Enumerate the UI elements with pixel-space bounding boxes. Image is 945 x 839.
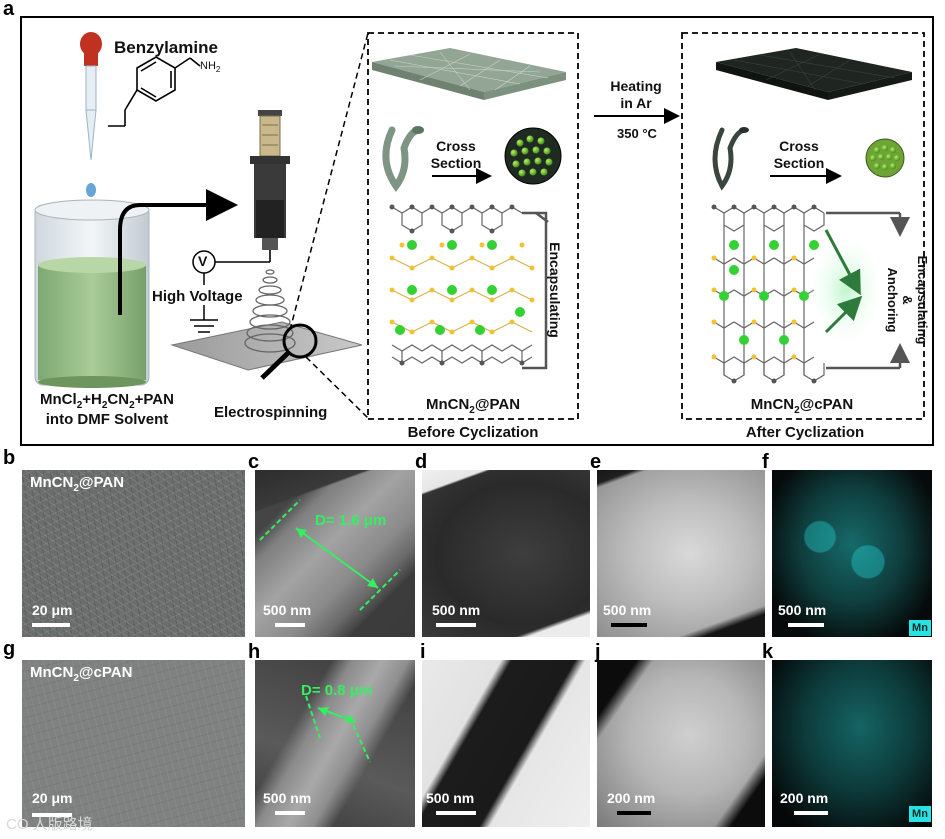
cross-section-label-after: Cross Section: [766, 138, 832, 172]
panel-c-scale-text: 500 nm: [263, 602, 311, 618]
panel-d-scale-text: 500 nm: [432, 602, 480, 618]
voltage-symbol: V: [198, 253, 207, 269]
atoms-before: [390, 205, 535, 366]
fiber-strand-before: [386, 130, 418, 186]
panel-h-diameter: D= 0.8 μm: [301, 682, 372, 699]
temperature-label: 350 °C: [602, 126, 672, 141]
precursor-label-line2: into DMF Solvent: [28, 411, 186, 428]
watermark-text: CO 人版路境: [6, 813, 93, 834]
tem-panel-i: 500 nm: [422, 660, 590, 827]
atoms-after: [712, 205, 820, 384]
sem-panel-c: D= 1.6 μm 500 nm: [255, 470, 415, 637]
panel-i-scale-bar: [436, 811, 476, 815]
fiber-mat-before: [372, 48, 566, 100]
pan-suffix-before: @PAN: [475, 396, 520, 413]
encapsulating-bracket-before: [522, 213, 546, 368]
nh2-label: NH2: [200, 60, 220, 74]
syringe-icon: [250, 110, 290, 262]
schematic-graphics: [0, 0, 945, 450]
benzylamine-label: Benzylamine: [114, 38, 218, 58]
h-text: +H: [82, 391, 102, 408]
panel-k-scale-bar: [794, 811, 828, 815]
panel-k-scale-text: 200 nm: [780, 790, 828, 806]
panel-h-scale-bar: [275, 811, 305, 815]
tem-panel-d: 500 nm: [422, 470, 590, 637]
haadf-panel-e: 500 nm: [597, 470, 765, 637]
encapsulating-anchoring-label: Encapsulating & Anchoring: [882, 220, 930, 380]
section-text-after: Section: [766, 155, 832, 172]
panel-h-scale-text: 500 nm: [263, 790, 311, 806]
precursor-label-line1: MnCl2+H2CN2+PAN: [28, 391, 186, 411]
nh2-text: NH: [200, 60, 216, 72]
sem-panel-b: MnCN2@PAN 20 μm: [22, 470, 245, 637]
edx-panel-k: 200 nm Mn: [772, 660, 932, 827]
heating-label: Heating in Ar: [598, 78, 674, 112]
fiber-mat-after: [716, 48, 912, 100]
panel-f-scale-bar: [788, 623, 824, 627]
ampersand-text: &: [900, 220, 915, 380]
sem-panel-g: MnCN2@cPAN 20 μm: [22, 660, 245, 827]
panel-b-scale-bar: [32, 623, 70, 627]
cross-section-disc-after: [866, 139, 904, 177]
panel-g-cpan: @cPAN: [79, 664, 133, 681]
cross-section-label-before: Cross Section: [425, 138, 487, 172]
panel-c-diameter: D= 1.6 μm: [315, 512, 386, 529]
high-voltage-label: High Voltage: [152, 288, 243, 305]
cross-text-after: Cross: [766, 138, 832, 155]
panel-letter-g: g: [3, 638, 15, 661]
panel-j-scale-bar: [617, 811, 651, 815]
fiber-strand-after: [715, 130, 744, 186]
panel-f-scale-text: 500 nm: [778, 602, 826, 618]
anchoring-text: Anchoring: [885, 220, 900, 380]
panel-b-pan: @PAN: [79, 474, 124, 491]
material-label-after: MnCN2@cPAN: [724, 396, 880, 416]
panel-e-scale-bar: [611, 623, 647, 627]
section-text-before: Section: [425, 155, 487, 172]
panel-f-element-badge: Mn: [909, 620, 931, 636]
encapsulating-text-after: Encapsulating: [915, 220, 930, 380]
nh2-subscript: 2: [216, 65, 220, 74]
cpan-suffix-after: @cPAN: [800, 396, 854, 413]
haadf-panel-j: 200 nm: [597, 660, 765, 827]
heating-text: Heating: [598, 78, 674, 95]
edx-panel-f: 500 nm Mn: [772, 470, 932, 637]
panel-b-inset-label: MnCN2@PAN: [30, 474, 124, 494]
panel-c-scale-bar: [275, 623, 305, 627]
before-cyclization-label: Before Cyclization: [380, 424, 566, 441]
panel-i-scale-text: 500 nm: [426, 790, 474, 806]
panel-g-scale-text: 20 μm: [32, 790, 72, 806]
panel-k-element-badge: Mn: [909, 806, 931, 822]
panel-letter-b: b: [3, 447, 15, 470]
panel-j-scale-text: 200 nm: [607, 790, 655, 806]
panel-b-scale-text: 20 μm: [32, 602, 72, 618]
cross-section-disc-before: [505, 128, 561, 184]
encapsulating-label-before: Encapsulating: [547, 235, 563, 345]
mncl-text: MnCl: [40, 391, 77, 408]
panel-b-mncn: MnCN: [30, 474, 73, 491]
pan-text: +PAN: [135, 391, 174, 408]
zoom-line-top: [290, 33, 368, 330]
in-ar-text: in Ar: [598, 95, 674, 112]
panel-g-inset-label: MnCN2@cPAN: [30, 664, 132, 684]
after-cyclization-label: After Cyclization: [712, 424, 898, 441]
panel-g-mncn: MnCN: [30, 664, 73, 681]
mncn-text-after: MnCN: [751, 396, 794, 413]
mncn-text-before: MnCN: [426, 396, 469, 413]
panel-d-scale-bar: [436, 623, 476, 627]
panel-e-scale-text: 500 nm: [603, 602, 651, 618]
benzylamine-structure: [108, 57, 200, 126]
electrospinning-label: Electrospinning: [214, 404, 327, 421]
material-label-before: MnCN2@PAN: [400, 396, 546, 416]
sem-panel-h: D= 0.8 μm 500 nm: [255, 660, 415, 827]
cn-text: CN: [107, 391, 129, 408]
cross-text-before: Cross: [425, 138, 487, 155]
